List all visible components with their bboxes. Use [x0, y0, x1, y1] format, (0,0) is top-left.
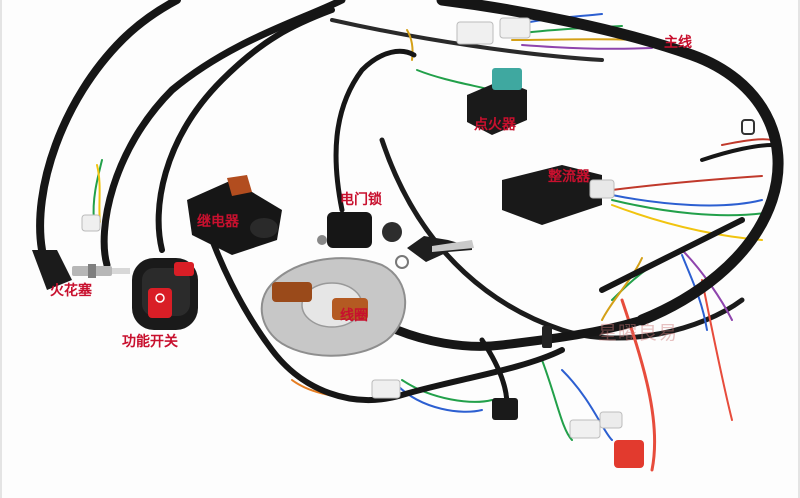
- label-rectifier: 整流器: [548, 169, 590, 185]
- label-ignition-cdi: 点火器: [474, 117, 516, 133]
- rectifier-illustration: [502, 165, 615, 225]
- ignition-lock-illustration: [327, 212, 474, 269]
- function-switch-illustration: [132, 258, 198, 330]
- label-stator-coil: 线圈: [340, 308, 368, 324]
- label-main-harness: 主线: [664, 35, 692, 51]
- label-ignition-lock: 电门锁: [340, 192, 382, 208]
- label-spark-plug: 火花塞: [50, 283, 92, 299]
- label-relay: 继电器: [197, 214, 239, 230]
- label-function-switch: 功能开关: [122, 334, 178, 350]
- stator-illustration: [260, 235, 407, 357]
- spark-plug-illustration: [32, 250, 130, 290]
- relay-illustration: [187, 175, 282, 255]
- watermark-text: 星曜良易: [598, 322, 679, 344]
- cdi-illustration: [467, 68, 527, 135]
